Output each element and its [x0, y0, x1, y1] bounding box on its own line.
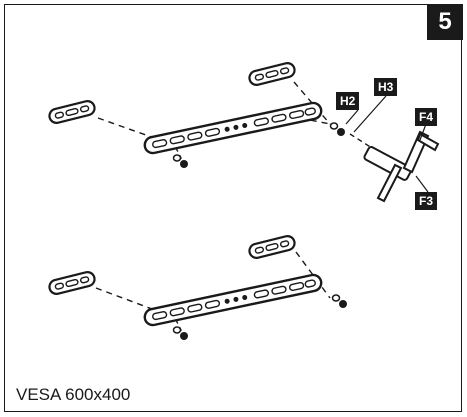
hex-wrench-tool: [363, 130, 440, 203]
label-f4: F4: [415, 108, 438, 126]
small-bracket-right-bottom: [246, 233, 298, 261]
long-bracket-top: [142, 100, 324, 156]
small-bracket-right-top: [246, 60, 298, 88]
label-f3: F3: [415, 192, 438, 210]
small-bracket-left-top: [46, 98, 98, 126]
lower-assembly: [46, 233, 348, 341]
screw-bottom-bottom: [172, 326, 189, 341]
screw-right-top: [329, 122, 346, 137]
long-bracket-bottom: [142, 272, 324, 328]
label-h3: H3: [374, 78, 398, 96]
screw-right-bottom: [331, 294, 348, 309]
diagram-frame: [4, 4, 462, 412]
upper-assembly: [46, 60, 440, 203]
caption-vesa: VESA 600x400: [16, 385, 131, 404]
screw-bottom-top: [172, 154, 189, 169]
step-number-badge: 5: [427, 4, 463, 40]
label-h2: H2: [336, 92, 360, 110]
small-bracket-left-bottom: [46, 269, 98, 297]
